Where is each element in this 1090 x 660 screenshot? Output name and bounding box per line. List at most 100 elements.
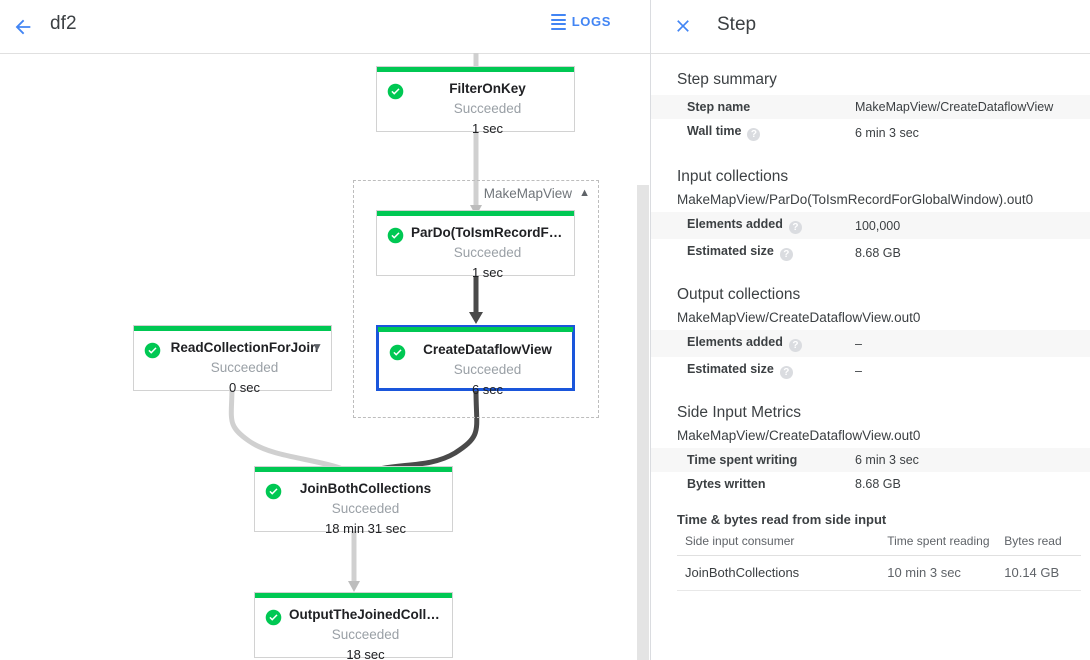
graph-node-read-collection-for-join[interactable]: ReadCollectionForJoin Succeeded 0 sec ▼	[133, 325, 332, 395]
node-name: ReadCollectionForJoin	[170, 340, 319, 355]
check-circle-icon	[144, 342, 161, 359]
node-status-bar	[377, 67, 574, 72]
section-input-collections: Input collections MakeMapView/ParDo(ToIs…	[651, 168, 1090, 266]
node-duration: 18 min 31 sec	[325, 521, 406, 536]
group-makemapview[interactable]: MakeMapView ▲	[353, 180, 599, 418]
row-value: 6 min 3 sec	[855, 453, 919, 467]
section-step-summary: Step summary Step name MakeMapView/Creat…	[651, 71, 1090, 146]
row-key: Estimated size?	[651, 239, 855, 266]
table-row: Bytes written 8.68 GB	[651, 472, 1090, 496]
section-title: Input collections	[677, 168, 789, 185]
node-status: Succeeded	[331, 627, 400, 642]
section-title: Side Input Metrics	[677, 404, 802, 421]
step-summary-table: Step name MakeMapView/CreateDataflowView…	[651, 95, 1090, 146]
row-key-label: Step name	[687, 100, 751, 114]
node-status: Succeeded	[210, 360, 279, 375]
help-icon[interactable]: ?	[779, 248, 793, 261]
group-label: MakeMapView	[483, 186, 572, 201]
row-key: Wall time?	[651, 119, 855, 146]
row-value: –	[855, 336, 862, 351]
row-key: Estimated size?	[651, 357, 855, 384]
collection-name: MakeMapView/CreateDataflowView.out0	[677, 310, 921, 325]
close-icon[interactable]	[669, 12, 697, 40]
row-value: MakeMapView/CreateDataflowView	[855, 100, 1054, 114]
node-duration: 6 sec	[471, 382, 504, 397]
table-row: Time spent writing 6 min 3 sec	[651, 448, 1090, 472]
logs-button-label: LOGS	[571, 14, 611, 30]
section-output-collections: Output collections MakeMapView/CreateDat…	[651, 286, 1090, 384]
row-value: 6 min 3 sec	[855, 125, 919, 140]
panel-divider	[650, 0, 651, 660]
row-key: Bytes written	[651, 472, 855, 496]
row-key: Time spent writing	[651, 448, 855, 472]
check-circle-icon	[265, 609, 282, 626]
row-key: Elements added?	[651, 212, 855, 239]
help-icon[interactable]: ?	[779, 366, 793, 379]
help-icon[interactable]: ?	[788, 339, 802, 352]
row-key-label: Elements added	[687, 217, 783, 231]
arrow-back-icon[interactable]	[8, 12, 38, 42]
help-icon[interactable]: ?	[747, 128, 761, 141]
step-detail-title: Step	[717, 14, 757, 35]
node-status: Succeeded	[453, 101, 522, 116]
collection-name: MakeMapView/CreateDataflowView.out0	[677, 428, 921, 443]
node-labels: OutputTheJoinedCollec… Succeeded 18 sec	[289, 605, 442, 660]
row-key-label: Time spent writing	[687, 453, 798, 467]
table-row[interactable]: JoinBothCollections 10 min 3 sec 10.14 G…	[677, 555, 1081, 591]
node-labels: FilterOnKey Succeeded 1 sec	[411, 79, 564, 138]
node-name: CreateDataflowView	[423, 342, 552, 357]
table-row: Elements added? 100,000	[651, 212, 1090, 239]
table-row: Step name MakeMapView/CreateDataflowView	[651, 95, 1090, 119]
chevron-up-icon[interactable]: ▲	[579, 187, 590, 199]
cell-side-input-consumer: JoinBothCollections	[677, 555, 888, 591]
cell-time-spent-reading: 10 min 3 sec	[887, 555, 1005, 591]
logs-button[interactable]: LOGS	[550, 14, 611, 30]
column-header-time-spent-reading: Time spent reading	[887, 529, 1005, 556]
node-labels: JoinBothCollections Succeeded 18 min 31 …	[289, 479, 442, 538]
row-key: Step name	[651, 95, 855, 119]
node-status: Succeeded	[453, 245, 522, 260]
graph-node-pardo-toismrecordfor[interactable]: ParDo(ToIsmRecordFor… Succeeded 1 sec	[376, 210, 575, 280]
help-icon[interactable]: ?	[788, 221, 802, 234]
row-key-label: Bytes written	[687, 477, 766, 491]
graph-node-filter-on-key[interactable]: FilterOnKey Succeeded 1 sec	[376, 66, 575, 136]
row-key-label: Elements added	[687, 335, 783, 349]
graph-canvas[interactable]: MakeMapView ▲ FilterOnKey Succeeded 1 se…	[0, 53, 651, 660]
graph-vertical-scrollbar[interactable]	[637, 185, 649, 660]
page-title: df2	[50, 13, 77, 34]
job-graph-panel: df2 LOGS	[0, 0, 651, 660]
graph-node-create-dataflow-view[interactable]: CreateDataflowView Succeeded 6 sec	[376, 325, 575, 397]
node-name: OutputTheJoinedCollec…	[289, 607, 442, 622]
node-labels: ParDo(ToIsmRecordFor… Succeeded 1 sec	[411, 223, 564, 282]
table-header-row: Side input consumer Time spent reading B…	[677, 529, 1081, 556]
check-circle-icon	[387, 227, 404, 244]
row-value: 100,000	[855, 218, 901, 233]
step-detail-header: Step	[651, 0, 1090, 54]
node-labels: CreateDataflowView Succeeded 6 sec	[413, 340, 562, 399]
row-value: –	[855, 363, 862, 378]
step-detail-panel: Step Step summary Step name MakeMapView/…	[651, 0, 1090, 660]
chevron-down-icon[interactable]: ▼	[311, 340, 323, 354]
node-name: FilterOnKey	[449, 81, 526, 96]
section-side-input-read: Time & bytes read from side input Side i…	[651, 512, 1090, 591]
row-value: 8.68 GB	[855, 477, 901, 491]
step-detail-body: Step summary Step name MakeMapView/Creat…	[651, 53, 1090, 660]
table-row: Estimated size? –	[651, 357, 1090, 384]
node-status-bar	[255, 467, 452, 472]
graph-node-join-both-collections[interactable]: JoinBothCollections Succeeded 18 min 31 …	[254, 466, 453, 536]
node-name: ParDo(ToIsmRecordFor…	[411, 225, 564, 240]
section-title: Step summary	[677, 71, 777, 88]
node-duration: 0 sec	[228, 380, 261, 395]
column-header-side-input-consumer: Side input consumer	[677, 529, 888, 556]
side-input-metrics-table: Time spent writing 6 min 3 sec Bytes wri…	[651, 448, 1090, 496]
section-title: Output collections	[677, 286, 801, 303]
cell-bytes-read: 10.14 GB	[1004, 555, 1081, 591]
section-title: Time & bytes read from side input	[677, 512, 887, 527]
node-status-bar	[377, 211, 574, 216]
row-key-label: Estimated size	[687, 244, 774, 258]
graph-node-output-the-joined-collec[interactable]: OutputTheJoinedCollec… Succeeded 18 sec	[254, 592, 453, 660]
graph-top-bar: df2 LOGS	[0, 0, 651, 54]
node-status-bar	[378, 327, 573, 332]
input-collections-table: Elements added? 100,000 Estimated size? …	[651, 212, 1090, 266]
check-circle-icon	[387, 83, 404, 100]
